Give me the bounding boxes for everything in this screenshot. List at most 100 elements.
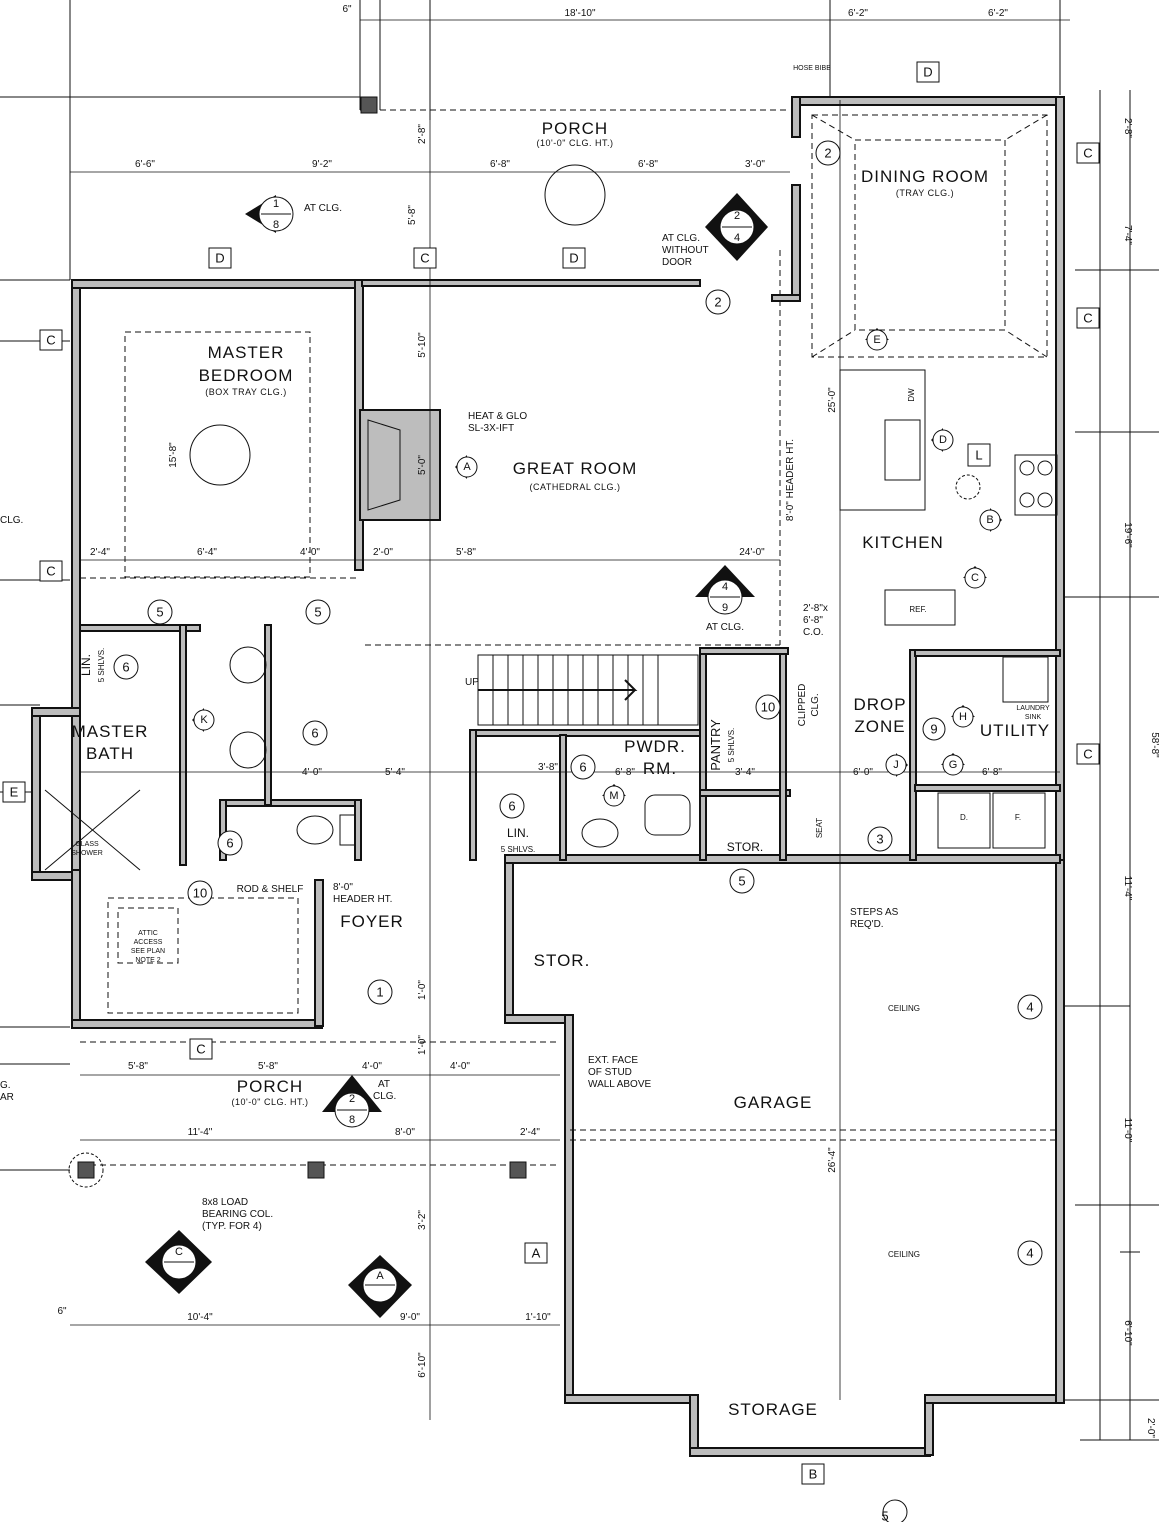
heat-glo-note-2: SL-3X-IFT bbox=[468, 423, 514, 434]
dim-g-26-4: 26'-4" bbox=[827, 1147, 838, 1173]
section-2-top: 2 bbox=[734, 210, 740, 222]
dim-v-3-2: 3'-2" bbox=[417, 1210, 428, 1230]
garage-label: GARAGE bbox=[734, 1093, 813, 1112]
dim-row2-1: 6'-6" bbox=[135, 159, 155, 170]
dim-top-1: 18'-10" bbox=[564, 8, 595, 19]
dim-v-1-0b: 1'-0" bbox=[417, 1035, 428, 1055]
circle-tags: 2 2 5 5 6 6 6 6 6 10 10 9 3 5 1 4 4 5 bbox=[113, 140, 1043, 1522]
section-8-top: 8 bbox=[273, 219, 279, 231]
dim-row2-5: 3'-0" bbox=[745, 159, 765, 170]
door-tag-6-e: 6 bbox=[508, 799, 515, 814]
door-tag-10-b: 10 bbox=[193, 886, 207, 901]
door-tag-6-c: 6 bbox=[226, 836, 233, 851]
dim-row2-2: 9'-2" bbox=[312, 159, 332, 170]
glass-shower-1: GLASS bbox=[75, 841, 99, 848]
header-ht-note-1: 8'-0" bbox=[333, 882, 353, 893]
ext-face-note-2: OF STUD bbox=[588, 1067, 632, 1078]
tag-d-mid: D bbox=[569, 251, 578, 266]
tag-d-left: D bbox=[215, 251, 224, 266]
washer-label: D. bbox=[960, 813, 968, 822]
tag-d-top: D bbox=[923, 65, 932, 80]
glass-shower-2: SHOWER bbox=[71, 850, 103, 857]
elev-tag-a: A bbox=[463, 461, 471, 473]
load-col-note-3: (TYP. FOR 4) bbox=[202, 1221, 262, 1232]
ceiling-note-2: CEILING bbox=[888, 1250, 920, 1259]
load-col-note-2: BEARING COL. bbox=[202, 1209, 273, 1220]
porch-top-sub: (10'-0" CLG. HT.) bbox=[537, 138, 614, 148]
door-tag-2-dining: 2 bbox=[824, 146, 831, 161]
dim-mid-6: 24'-0" bbox=[739, 547, 765, 558]
door-tag-2-great: 2 bbox=[714, 295, 721, 310]
dim-b6: 6'-0" bbox=[853, 767, 873, 778]
section-a-bottom: A bbox=[376, 1270, 384, 1282]
door-tag-5-bottom: 5 bbox=[881, 1509, 888, 1522]
door-tag-4-a: 4 bbox=[1026, 1000, 1033, 1015]
pantry-sub: 5 SHLVS. bbox=[727, 728, 736, 763]
dim-p2: 5'-8" bbox=[258, 1061, 278, 1072]
master-bedroom-label-2: BEDROOM bbox=[199, 366, 294, 385]
dimension-texts: 18'-10" 6'-2" 6'-2" 6" 6'-6" 9'-2" 6'-8"… bbox=[57, 4, 1159, 1438]
tag-c-bottom: C bbox=[196, 1042, 205, 1057]
section-c-bottom: C bbox=[175, 1246, 183, 1258]
dim-b7: 6'-8" bbox=[982, 767, 1002, 778]
attic-note-2: ACCESS bbox=[134, 939, 163, 946]
dim-mid-4: 2'-0" bbox=[373, 547, 393, 558]
dim-v-25-0: 25'-0" bbox=[827, 387, 838, 413]
elev-tag-b: B bbox=[986, 514, 993, 526]
tag-c-left-1: C bbox=[46, 333, 55, 348]
attic-note-1: ATTIC bbox=[138, 930, 158, 937]
section-4-top: 4 bbox=[734, 232, 740, 244]
door-tag-9: 9 bbox=[930, 722, 937, 737]
dim-p10: 1'-10" bbox=[525, 1312, 551, 1323]
door-tag-5-c: 5 bbox=[738, 874, 745, 889]
porch-bottom-sub: (10'-0" CLG. HT.) bbox=[232, 1097, 309, 1107]
clg-left-label-2: G. bbox=[0, 1080, 11, 1091]
laundry-sink-1: LAUNDRY bbox=[1016, 705, 1050, 712]
linen-1-sub: 5 SHLVS. bbox=[97, 648, 106, 683]
dim-b4: 6'-8" bbox=[615, 767, 635, 778]
dryer-label: F. bbox=[1015, 813, 1021, 822]
header-ht-note-2: HEADER HT. bbox=[333, 894, 392, 905]
powder-room-label-2: RM. bbox=[643, 759, 677, 778]
room-labels: PORCH (10'-0" CLG. HT.) DINING ROOM (TRA… bbox=[72, 119, 1050, 1419]
heat-glo-note-1: HEAT & GLO bbox=[468, 411, 527, 422]
tag-c-right-1: C bbox=[1083, 146, 1092, 161]
refrigerator-label: REF. bbox=[909, 605, 926, 614]
tag-a-bottom: A bbox=[532, 1246, 541, 1261]
elev-tag-m: M bbox=[609, 790, 618, 802]
section-2-bottom: 2 bbox=[349, 1093, 355, 1105]
reference-lines bbox=[0, 0, 1159, 1441]
linen-2-label: LIN. bbox=[507, 826, 529, 840]
dim-r-11-0: 11'-0" bbox=[1122, 1118, 1133, 1143]
elev-tag-g: G bbox=[949, 759, 958, 771]
dim-b3: 3'-8" bbox=[538, 762, 558, 773]
foyer-label: FOYER bbox=[340, 912, 404, 931]
tag-c-right-2: C bbox=[1083, 311, 1092, 326]
storage-label: STORAGE bbox=[728, 1400, 818, 1419]
tag-l: L bbox=[975, 448, 982, 463]
rod-shelf-note: ROD & SHELF bbox=[237, 884, 304, 895]
fixtures bbox=[44, 164, 1058, 871]
linen-2-sub: 5 SHLVS. bbox=[501, 845, 536, 854]
dim-r-19-6: 19'-6" bbox=[1122, 522, 1133, 548]
dim-b1: 4'-0" bbox=[302, 767, 322, 778]
dim-p7: 2'-4" bbox=[520, 1127, 540, 1138]
ext-face-note-3: WALL ABOVE bbox=[588, 1079, 652, 1090]
door-tag-5-a: 5 bbox=[156, 605, 163, 620]
section-4-mid: 4 bbox=[722, 581, 728, 593]
dim-mid-2: 6'-4" bbox=[197, 547, 217, 558]
elev-tag-j: J bbox=[893, 759, 899, 771]
dim-r-2-0: 2'-0" bbox=[1145, 1418, 1156, 1438]
at-clg-note-1: AT CLG. bbox=[304, 203, 342, 214]
dim-mid-1: 2'-4" bbox=[90, 547, 110, 558]
pantry-label: PANTRY bbox=[708, 719, 723, 771]
powder-room-label-1: PWDR. bbox=[624, 737, 686, 756]
ceiling-lines bbox=[80, 109, 1056, 1166]
elev-tag-k: K bbox=[200, 714, 208, 726]
tag-e-left: E bbox=[10, 785, 19, 800]
at-clg-note-2: AT CLG. bbox=[706, 622, 744, 633]
co-note-3: C.O. bbox=[803, 627, 824, 638]
attic-note-3: SEE PLAN bbox=[131, 948, 165, 955]
dim-v-6-10: 6'-10" bbox=[417, 1352, 428, 1378]
